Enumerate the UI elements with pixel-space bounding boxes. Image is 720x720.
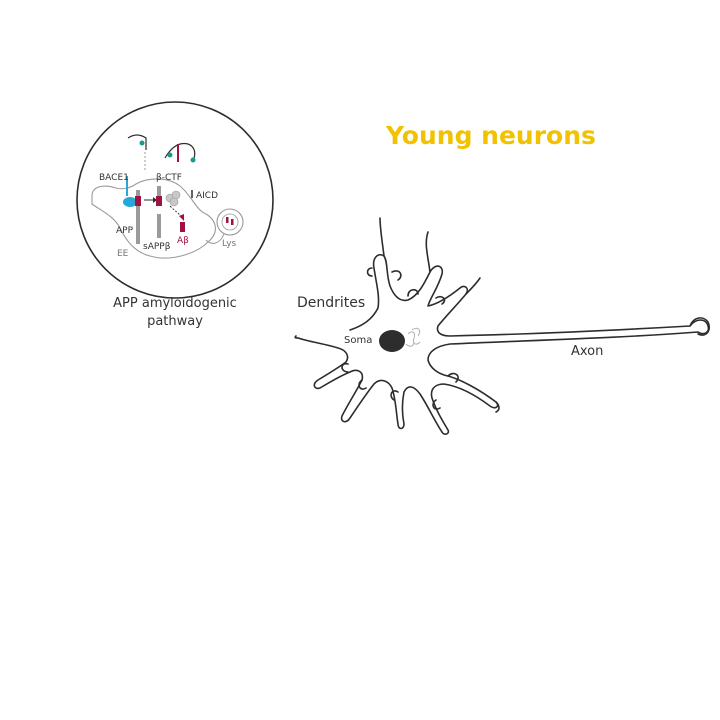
label-axon: Axon <box>571 344 603 359</box>
neuron-outline <box>297 253 710 435</box>
abeta-peptide <box>180 222 185 232</box>
bouton-5 <box>341 362 349 373</box>
label-abeta: Aβ <box>177 236 189 246</box>
bouton-4 <box>435 295 446 305</box>
caption-line-1: APP amyloidogenic <box>113 296 237 311</box>
teal-dot-1 <box>139 140 145 146</box>
teal-dot-3 <box>190 157 196 163</box>
cleavage-arrow-head <box>153 197 157 203</box>
dendrite-top-right <box>465 277 481 295</box>
abeta-arrow-head <box>179 214 184 221</box>
bouton-2 <box>391 270 402 281</box>
gamma-secretase-3 <box>169 197 179 207</box>
label-dendrites: Dendrites <box>297 295 365 311</box>
label-sapp-beta: sAPPβ <box>143 242 171 252</box>
axon-terminal <box>689 317 711 336</box>
inset-caption: APP amyloidogenic pathway <box>90 295 260 331</box>
dendrite-top-left <box>379 217 385 257</box>
lysosome <box>216 208 244 236</box>
beta-ctf-crimson <box>156 196 162 206</box>
bouton-8 <box>432 399 441 410</box>
dendrite-left <box>294 335 299 339</box>
caption-line-2: pathway <box>147 314 203 329</box>
bouton-9 <box>447 372 459 383</box>
bouton-6 <box>358 379 367 390</box>
early-endosome-outline <box>91 178 216 259</box>
bouton-7 <box>390 390 399 401</box>
title: Young neurons <box>385 121 596 150</box>
neuron <box>294 217 711 435</box>
lysosome-connector <box>205 233 225 244</box>
lysosome-abeta-1 <box>226 217 229 223</box>
label-lys: Lys <box>222 239 237 249</box>
app-stalk <box>136 190 140 244</box>
lysosome-abeta-2 <box>231 219 234 225</box>
sapp-beta-bar <box>157 214 161 238</box>
dendrite-bottom-right <box>495 401 500 413</box>
label-beta-ctf: β-CTF <box>156 173 182 183</box>
nucleus <box>379 330 405 352</box>
label-bace1: BACE1 <box>99 173 129 183</box>
label-ee: EE <box>117 249 129 259</box>
bouton-3 <box>407 288 419 297</box>
dendrite-top <box>425 231 431 273</box>
golgi-apparatus <box>405 327 421 347</box>
synapse-membrane-left <box>127 134 147 150</box>
app-pathway-inset: BACE1 β-CTF AICD APP sAPPβ Aβ EE Lys <box>76 101 274 299</box>
label-app: APP <box>116 226 134 236</box>
bace1-enzyme <box>123 197 137 207</box>
label-aicd: AICD <box>196 191 218 201</box>
label-soma: Soma <box>344 335 372 346</box>
lysosome-inner <box>221 213 239 231</box>
teal-dot-2 <box>167 152 173 158</box>
synapse-membrane-right <box>164 142 196 159</box>
app-transmembrane <box>135 196 141 206</box>
bouton-1 <box>366 267 373 277</box>
